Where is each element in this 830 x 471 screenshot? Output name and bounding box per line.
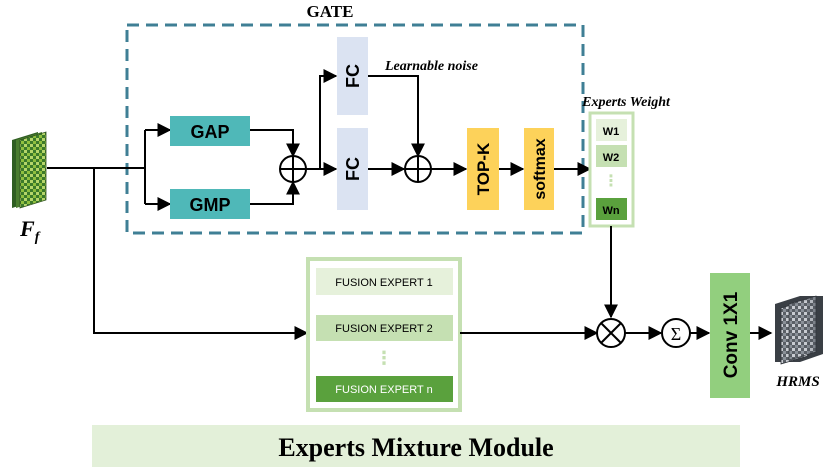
- add-node-1: [279, 155, 307, 183]
- fusion-expert-n: [316, 376, 453, 402]
- gmp-label: GMP: [189, 195, 230, 215]
- gap-block: [170, 116, 250, 146]
- module-title: Experts Mixture Module: [278, 433, 553, 462]
- fc-bottom-block: [337, 128, 368, 210]
- sum-symbol: Σ: [671, 324, 681, 344]
- weight-ellipsis: ⋮: [603, 173, 619, 190]
- gate-region: [125, 23, 585, 235]
- gap-to-add-line: [250, 129, 300, 158]
- input-symbol: Ff: [19, 216, 41, 245]
- topk-label: TOP-K: [474, 142, 493, 195]
- softmax-label: softmax: [532, 138, 549, 199]
- weight-wn-label: Wn: [602, 205, 619, 217]
- fc-bottom-label: FC: [343, 157, 363, 181]
- conv-label: Conv 1X1: [721, 291, 742, 378]
- weight-w1-label: W1: [603, 126, 620, 138]
- add-node-2: [404, 155, 432, 183]
- module-title-banner: [92, 425, 740, 467]
- multiply-node: [596, 318, 626, 348]
- fusion-experts-ellipsis: ⋮: [375, 348, 393, 368]
- add1-to-fc-top-line: [319, 69, 338, 169]
- weight-wn: [596, 198, 627, 220]
- fusion-expert-1-label: FUSION EXPERT 1: [335, 277, 432, 289]
- learnable-noise-label: Learnable noise: [384, 59, 478, 74]
- input-to-experts-line: [93, 168, 309, 340]
- fusion-expert-2-label: FUSION EXPERT 2: [335, 323, 432, 335]
- output-label: HRMS: [775, 374, 819, 390]
- softmax-block: [524, 128, 554, 210]
- fusion-expert-n-label: FUSION EXPERT n: [335, 384, 432, 396]
- gmp-block: [170, 189, 250, 219]
- fusion-expert-2: [316, 315, 453, 341]
- topk-block: [467, 128, 499, 210]
- output-hrms-image: [775, 295, 823, 365]
- weight-w2: [596, 145, 627, 167]
- fc-top-block: [337, 37, 368, 115]
- noise-line: [368, 75, 425, 158]
- gate-label: GATE: [307, 2, 354, 21]
- weight-w2-label: W2: [603, 152, 620, 164]
- fc-top-label: FC: [343, 64, 363, 88]
- conv-block: [710, 273, 750, 398]
- fusion-expert-1: [316, 268, 453, 295]
- experts-weight-title: Experts Weight: [581, 95, 671, 110]
- gap-label: GAP: [190, 122, 229, 142]
- input-feature-image: [12, 131, 47, 209]
- gmp-to-add-line: [250, 180, 300, 205]
- weight-w1: [596, 119, 627, 141]
